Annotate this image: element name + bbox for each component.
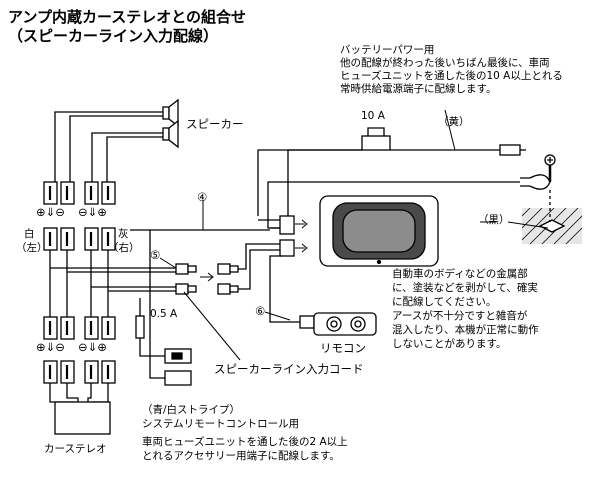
remote-lead-terminals bbox=[164, 348, 192, 386]
ground-note-3: に配線してください。 bbox=[392, 296, 497, 308]
fuse-05a bbox=[135, 315, 145, 339]
battery-line-1: 他の配線が終わった後いちばん最後に、車両 bbox=[340, 57, 550, 69]
yellow-wire-label: （黄） bbox=[438, 116, 470, 128]
remote-control-icon bbox=[299, 312, 377, 336]
symbols-upper-right: ⊖⇓⊕ bbox=[78, 205, 107, 219]
remote-stripe-label: （青/白ストライプ） bbox=[142, 404, 241, 416]
ground-note-6: しないことがあります。 bbox=[392, 338, 507, 350]
gray-side-label: （右） bbox=[108, 242, 140, 254]
white-label: 白 bbox=[24, 228, 35, 240]
symbols-lower-left: ⊕⇓⊖ bbox=[36, 340, 65, 354]
ground-note-5: 混入したり、本機が正常に動作 bbox=[392, 324, 539, 336]
rca-input-plugs bbox=[175, 263, 239, 295]
ground-note-2: に、塗装などを剥がして、確実 bbox=[392, 282, 538, 294]
ground-screw-icon bbox=[544, 154, 556, 182]
symbols-lower-right: ⊖⇓⊕ bbox=[78, 340, 107, 354]
fuse-05a-label: 0.5 A bbox=[150, 308, 178, 320]
battery-line-2: ヒューズユニットを通した後の10 A以上とれる bbox=[340, 70, 563, 82]
ground-terminal bbox=[520, 174, 551, 190]
remote-note-3: とれるアクセサリー用端子に配線します。 bbox=[142, 450, 340, 462]
battery-heading: バッテリーパワー用 bbox=[340, 44, 435, 56]
diagram-subtitle: （スピーカーライン入力配線） bbox=[8, 27, 219, 45]
speaker-bottom-icon bbox=[162, 119, 179, 149]
remote-note-2: 車両ヒューズユニットを通した後の2 A以上 bbox=[142, 436, 348, 448]
remote-note-1: システムリモートコントロール用 bbox=[142, 418, 300, 430]
white-side-label: （左） bbox=[16, 242, 48, 254]
callout-4: ④ bbox=[197, 190, 208, 204]
fuse-10a bbox=[361, 135, 391, 151]
gray-label: 灰 bbox=[118, 228, 129, 240]
vehicle-body-metal bbox=[521, 190, 583, 245]
car-stereo-unit bbox=[54, 401, 111, 435]
amplifier-unit bbox=[319, 195, 439, 267]
black-wire-label: （黒） bbox=[478, 214, 510, 226]
speaker-label: スピーカー bbox=[186, 117, 244, 131]
callout-5: ⑤ bbox=[150, 248, 161, 262]
callout-6: ⑥ bbox=[255, 304, 266, 318]
ground-note-1: 自動車のボディなどの金属部 bbox=[392, 268, 528, 280]
car-stereo-label: カーステレオ bbox=[44, 443, 107, 455]
input-cord-label: スピーカーライン入力コード bbox=[214, 362, 364, 376]
battery-line-3: 常時供給電源端子に配線します。 bbox=[340, 83, 497, 95]
ground-note-4: アースが不十分ですと雑音が bbox=[392, 310, 528, 322]
symbols-upper-left: ⊕⇓⊖ bbox=[36, 205, 65, 219]
amp-connectors bbox=[279, 215, 295, 257]
fuse-10a-label: 10 A bbox=[361, 110, 385, 122]
diagram-title: アンプ内蔵カーステレオとの組合せ bbox=[8, 8, 247, 26]
battery-terminal bbox=[499, 144, 526, 156]
remote-label: リモコン bbox=[320, 341, 366, 355]
